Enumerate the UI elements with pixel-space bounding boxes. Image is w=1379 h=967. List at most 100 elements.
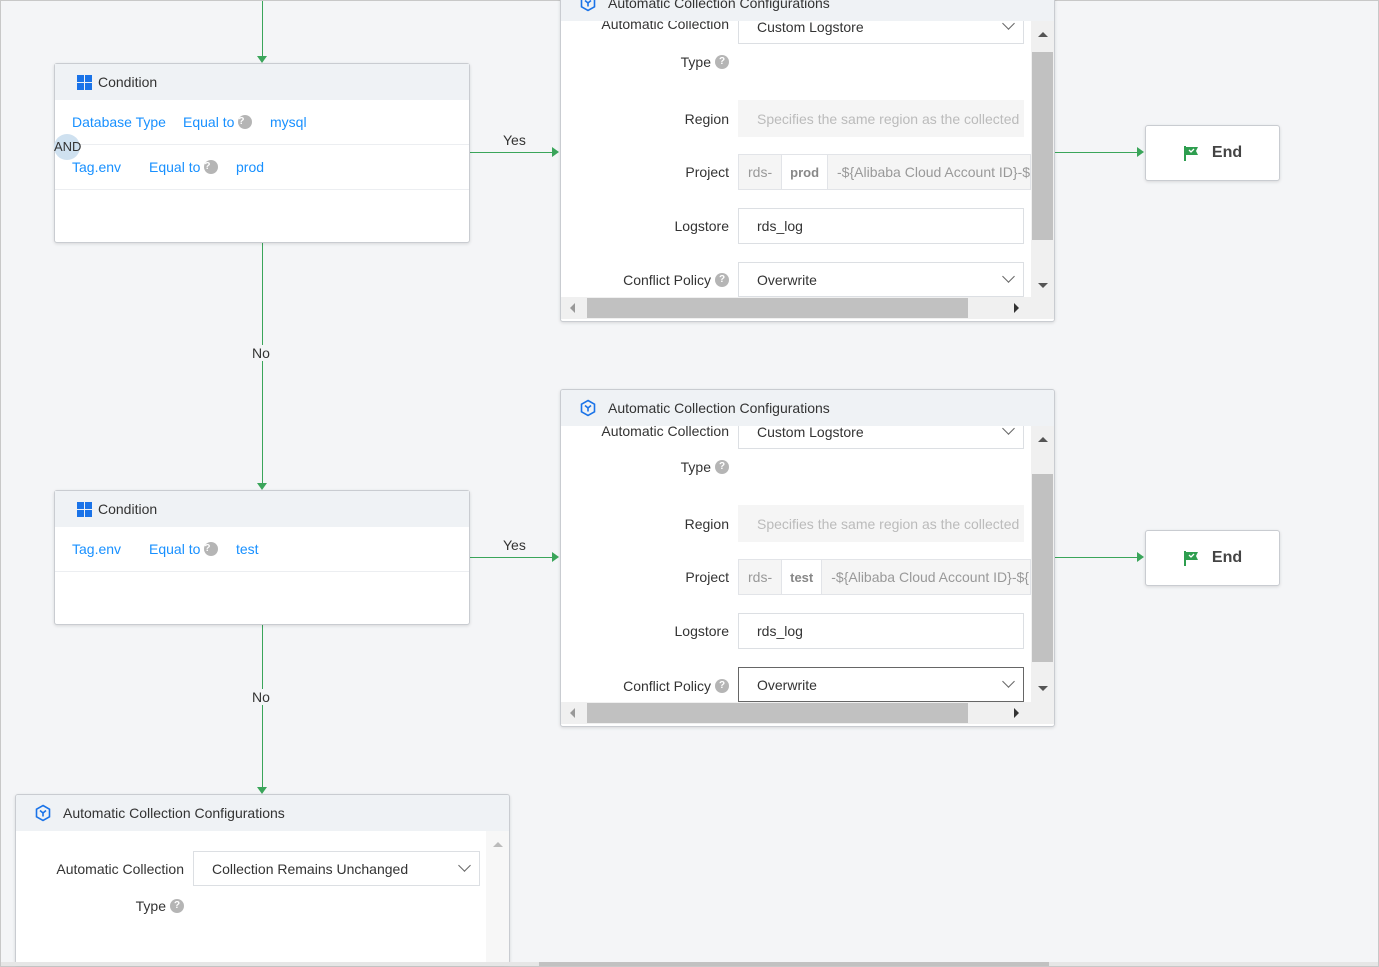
condition-header: Condition — [55, 491, 469, 527]
windows-grid-icon — [77, 501, 92, 517]
cube-icon — [580, 399, 596, 417]
arrow-right-icon — [552, 147, 559, 157]
label-region: Region — [684, 516, 729, 532]
help-icon[interactable]: ? — [715, 273, 729, 287]
chevron-down-icon — [1002, 675, 1015, 688]
conflict-policy-select[interactable]: Overwrite — [738, 667, 1024, 702]
canvas-scrollbar-thumb[interactable] — [539, 962, 1049, 966]
label-automatic-collection: Automatic Collection — [56, 861, 184, 877]
help-icon[interactable]: ? — [715, 679, 729, 693]
cube-icon — [35, 804, 51, 822]
project-input[interactable]: rds-prod-${Alibaba Cloud Account ID}-${R… — [738, 154, 1031, 190]
collection-config-node[interactable]: Automatic Collection Configurations Auto… — [560, 389, 1055, 727]
end-node[interactable]: End — [1145, 125, 1280, 181]
condition-title: Condition — [98, 74, 158, 90]
help-icon[interactable]: ? — [204, 160, 219, 174]
rule-value[interactable]: test — [236, 541, 259, 557]
label-conflict-policy: Conflict Policy? — [623, 270, 729, 290]
label-automatic-collection: Automatic Collection — [601, 426, 729, 439]
project-input[interactable]: rds-test-${Alibaba Cloud Account ID}-${R… — [738, 559, 1031, 595]
flag-icon — [1183, 145, 1198, 161]
label-type: Type? — [681, 457, 729, 477]
logstore-input[interactable]: rds_log — [738, 208, 1024, 244]
edge-label-yes: Yes — [501, 132, 528, 148]
condition-header: Condition — [55, 64, 469, 100]
vertical-scrollbar[interactable] — [1031, 426, 1054, 702]
end-node[interactable]: End — [1145, 530, 1280, 586]
rule-operator[interactable]: Equal to — [149, 159, 201, 175]
vertical-scrollbar[interactable] — [1031, 21, 1054, 297]
help-icon[interactable]: ? — [715, 55, 729, 69]
project-env-tag: test — [782, 560, 823, 594]
condition-node[interactable]: Condition Database Type Equal to? mysql … — [54, 63, 470, 243]
automatic-collection-select[interactable]: Custom Logstore — [738, 426, 1024, 449]
label-type: Type? — [136, 896, 184, 916]
rule-operator[interactable]: Equal to — [149, 541, 201, 557]
panel-title: Automatic Collection Configurations — [608, 0, 830, 11]
chevron-down-icon — [1002, 270, 1015, 283]
rule-field[interactable]: Tag.env — [72, 541, 122, 557]
label-project: Project — [685, 164, 729, 180]
arrow-right-icon — [1137, 552, 1144, 562]
arrow-right-icon — [1137, 147, 1144, 157]
help-icon[interactable]: ? — [204, 542, 219, 556]
label-region: Region — [684, 111, 729, 127]
connector-line — [1055, 557, 1138, 558]
condition-title: Condition — [98, 501, 158, 517]
help-icon[interactable]: ? — [170, 899, 184, 913]
condition-node[interactable]: Condition Tag.env Equal to? test — [54, 490, 470, 625]
panel-header: Automatic Collection Configurations — [16, 795, 509, 831]
connector-line — [262, 242, 263, 484]
flag-icon — [1183, 550, 1198, 566]
rule-operator[interactable]: Equal to — [183, 114, 235, 130]
logstore-input[interactable]: rds_log — [738, 613, 1024, 649]
help-icon[interactable]: ? — [238, 115, 253, 129]
automatic-collection-select[interactable]: Collection Remains Unchanged — [193, 851, 480, 886]
arrow-down-icon — [257, 483, 267, 490]
rule-field[interactable]: Tag.env — [72, 159, 122, 175]
condition-rule[interactable]: AND Tag.env Equal to? prod — [54, 134, 469, 190]
edge-label-no: No — [250, 345, 272, 361]
conflict-policy-select[interactable]: Overwrite — [738, 262, 1024, 297]
collection-config-node[interactable]: Automatic Collection Configurations Auto… — [560, 0, 1055, 322]
end-label: End — [1211, 549, 1243, 566]
edge-label-no: No — [250, 689, 272, 705]
connector-line — [470, 557, 553, 558]
help-icon[interactable]: ? — [715, 460, 729, 474]
rule-value[interactable]: mysql — [270, 114, 307, 130]
region-input[interactable]: Specifies the same region as the collect… — [738, 505, 1024, 542]
edge-label-yes: Yes — [501, 537, 528, 553]
arrow-down-icon — [257, 787, 267, 794]
condition-rule[interactable]: Tag.env Equal to? test — [55, 527, 469, 572]
automatic-collection-select[interactable]: Custom Logstore — [738, 21, 1024, 44]
windows-grid-icon — [77, 74, 92, 90]
panel-title: Automatic Collection Configurations — [63, 805, 285, 821]
collection-config-node[interactable]: Automatic Collection Configurations Auto… — [15, 794, 510, 964]
horizontal-scrollbar[interactable] — [561, 297, 1031, 319]
label-logstore: Logstore — [674, 218, 729, 234]
chevron-down-icon — [458, 859, 471, 872]
horizontal-scrollbar[interactable] — [561, 702, 1031, 724]
connector-line — [262, 624, 263, 788]
arrow-right-icon — [552, 552, 559, 562]
label-logstore: Logstore — [674, 623, 729, 639]
rule-field[interactable]: Database Type — [72, 114, 166, 130]
panel-title: Automatic Collection Configurations — [608, 400, 830, 416]
connector-line — [1055, 152, 1138, 153]
region-input[interactable]: Specifies the same region as the collect… — [738, 100, 1024, 137]
project-env-tag: prod — [782, 155, 829, 189]
condition-rule[interactable]: Database Type Equal to? mysql — [55, 100, 469, 145]
chevron-down-icon — [1002, 21, 1015, 30]
panel-header: Automatic Collection Configurations — [561, 390, 1054, 426]
panel-header: Automatic Collection Configurations — [561, 0, 1054, 21]
label-type: Type? — [681, 52, 729, 72]
vertical-scrollbar[interactable] — [486, 831, 509, 963]
chevron-down-icon — [1002, 426, 1015, 435]
arrow-down-icon — [257, 56, 267, 63]
connector-line — [470, 152, 553, 153]
end-label: End — [1211, 144, 1243, 161]
and-join-badge: AND — [54, 134, 81, 160]
connector-line — [262, 1, 263, 57]
rule-value[interactable]: prod — [236, 159, 265, 175]
label-project: Project — [685, 569, 729, 585]
